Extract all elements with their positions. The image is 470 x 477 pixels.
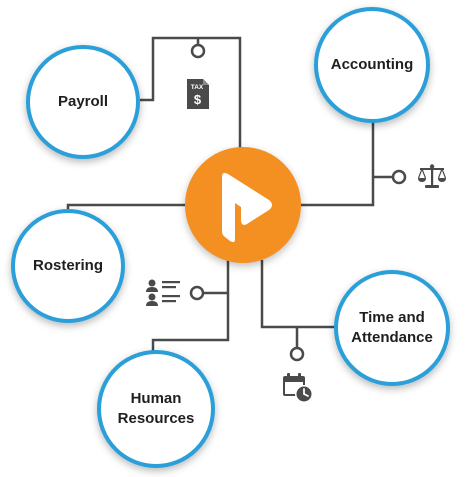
tax-icon-dollar: $ <box>194 92 202 107</box>
payroll-label: Payroll <box>57 93 109 110</box>
accounting-label: Accounting <box>330 56 414 73</box>
time-junction <box>289 346 305 362</box>
accounting-connector <box>298 118 375 207</box>
human-resources-label-line1: Human <box>130 390 182 407</box>
hub-circle <box>185 147 301 263</box>
accounting-node[interactable]: Accounting <box>314 7 430 123</box>
rostering-node[interactable]: Rostering <box>11 209 125 323</box>
human-resources-label: Human Resources <box>118 389 195 429</box>
payroll-node[interactable]: Payroll <box>26 45 140 159</box>
time-attendance-connector <box>260 260 338 329</box>
calendar-clock-icon <box>283 373 313 403</box>
play-logo-icon <box>222 173 272 243</box>
tax-icon-text: TAX <box>191 84 204 91</box>
staff-list-icon <box>146 279 180 306</box>
human-resources-label-line2: Resources <box>117 410 195 427</box>
payroll-connector <box>140 36 242 150</box>
time-attendance-node[interactable]: Time and Attendance <box>334 270 450 386</box>
accounting-junction <box>391 169 407 185</box>
time-attendance-label: Time and Attendance <box>351 308 433 348</box>
human-resources-connector <box>151 260 230 356</box>
rostering-junction <box>189 285 205 301</box>
time-attendance-label-line1: Time and <box>359 309 425 326</box>
tax-document-icon: TAX $ <box>187 79 209 109</box>
human-resources-node[interactable]: Human Resources <box>97 350 215 468</box>
scales-icon <box>417 164 447 188</box>
payroll-junction <box>190 43 206 59</box>
rostering-label: Rostering <box>32 257 103 274</box>
time-attendance-label-line2: Attendance <box>351 329 433 346</box>
